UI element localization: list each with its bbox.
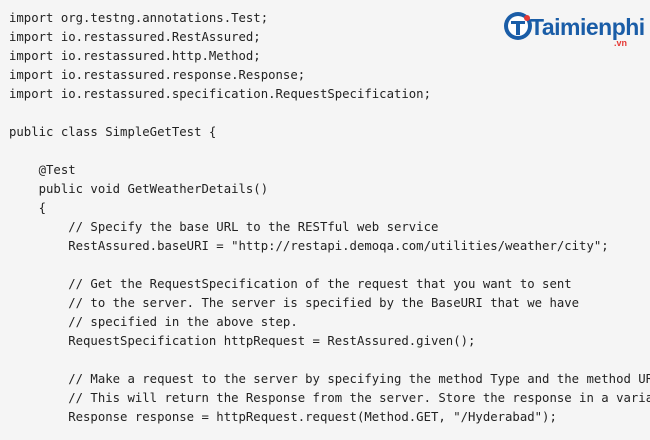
code-line (9, 256, 650, 275)
code-line (9, 351, 650, 370)
code-line (9, 104, 650, 123)
code-line: import io.restassured.response.Response; (9, 68, 306, 82)
code-line: import io.restassured.specification.Requ… (9, 87, 431, 101)
code-line: import io.restassured.http.Method; (9, 49, 261, 63)
code-line: import io.restassured.RestAssured; (9, 30, 261, 44)
code-line: Response response = httpRequest.request(… (9, 410, 557, 424)
code-line: // specified in the above step. (9, 315, 298, 329)
code-line: // Specify the base URL to the RESTful w… (9, 220, 439, 234)
code-line: public void GetWeatherDetails() (9, 182, 269, 196)
code-line: // This will return the Response from th… (9, 391, 650, 405)
watermark-domain: .vn (614, 38, 628, 48)
code-line: RestAssured.baseURI = "http://restapi.de… (9, 239, 609, 253)
code-line (9, 142, 650, 161)
taimienphi-logo-icon (504, 12, 532, 40)
watermark-logo: Taimienphi .vn (500, 8, 648, 50)
code-line: // Get the RequestSpecification of the r… (9, 277, 572, 291)
code-line: { (9, 201, 47, 215)
code-line: import org.testng.annotations.Test; (9, 11, 269, 25)
code-line: // Make a request to the server by speci… (9, 372, 650, 386)
code-line: @Test (9, 163, 76, 177)
watermark-text: Taimienphi (530, 14, 645, 40)
code-line: public class SimpleGetTest { (9, 125, 217, 139)
code-line: // to the server. The server is specifie… (9, 296, 580, 310)
code-line: RequestSpecification httpRequest = RestA… (9, 334, 476, 348)
code-block: import org.testng.annotations.Test; impor… (9, 9, 650, 427)
